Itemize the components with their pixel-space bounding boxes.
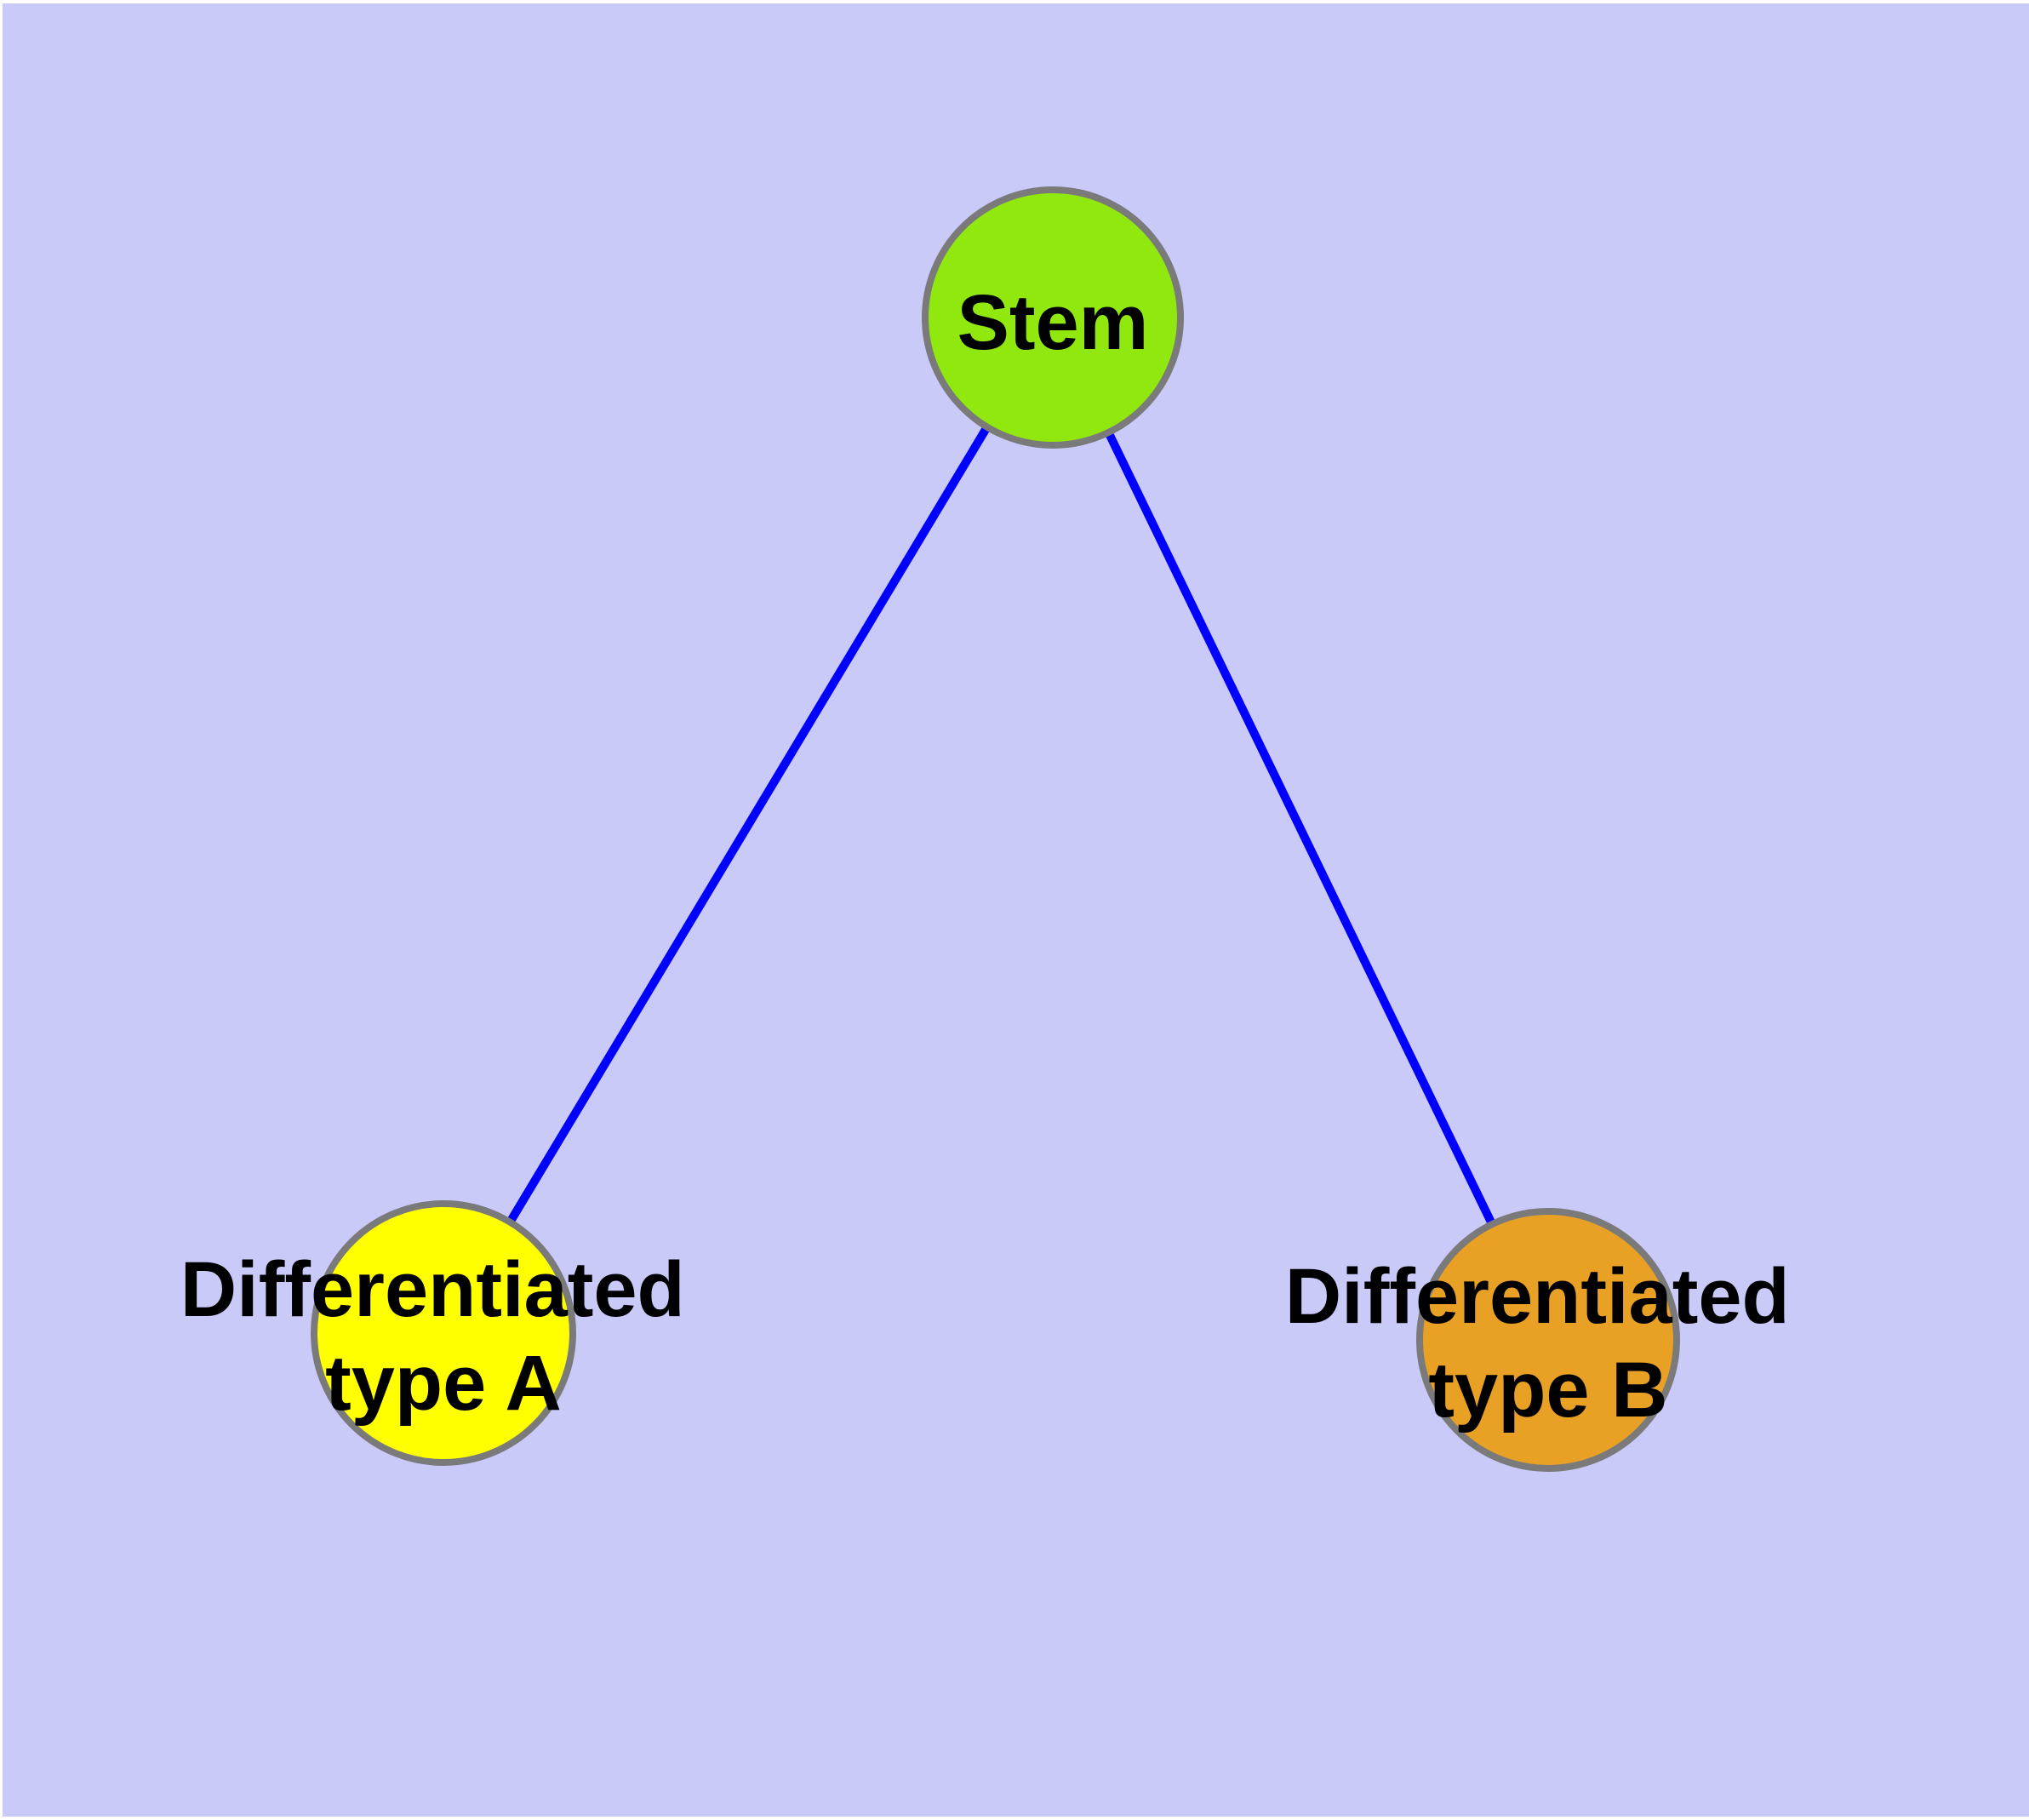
node-differentiated-type-b: Differentiated type B bbox=[1285, 1208, 1812, 1472]
type-a-label-line1: Differentiated bbox=[180, 1246, 685, 1333]
node-stem: Stem bbox=[922, 186, 1184, 449]
type-b-node-label: Differentiated type B bbox=[1285, 1253, 1812, 1434]
type-a-node-label: Differentiated type A bbox=[180, 1246, 707, 1427]
stem-node-circle bbox=[922, 186, 1184, 449]
type-b-label-line1: Differentiated bbox=[1285, 1253, 1790, 1340]
edge-layer bbox=[439, 315, 1552, 1342]
node-differentiated-type-a: Differentiated type A bbox=[180, 1200, 707, 1466]
stem-node-label: Stem bbox=[957, 279, 1149, 366]
type-b-label-line2: type B bbox=[1428, 1347, 1667, 1434]
edge-stem-to-type-b bbox=[1049, 315, 1552, 1342]
edge-stem-to-type-a bbox=[439, 315, 1057, 1336]
type-a-label-line2: type A bbox=[325, 1340, 562, 1427]
type-a-node-circle bbox=[311, 1200, 576, 1466]
type-b-node-circle bbox=[1416, 1208, 1680, 1472]
